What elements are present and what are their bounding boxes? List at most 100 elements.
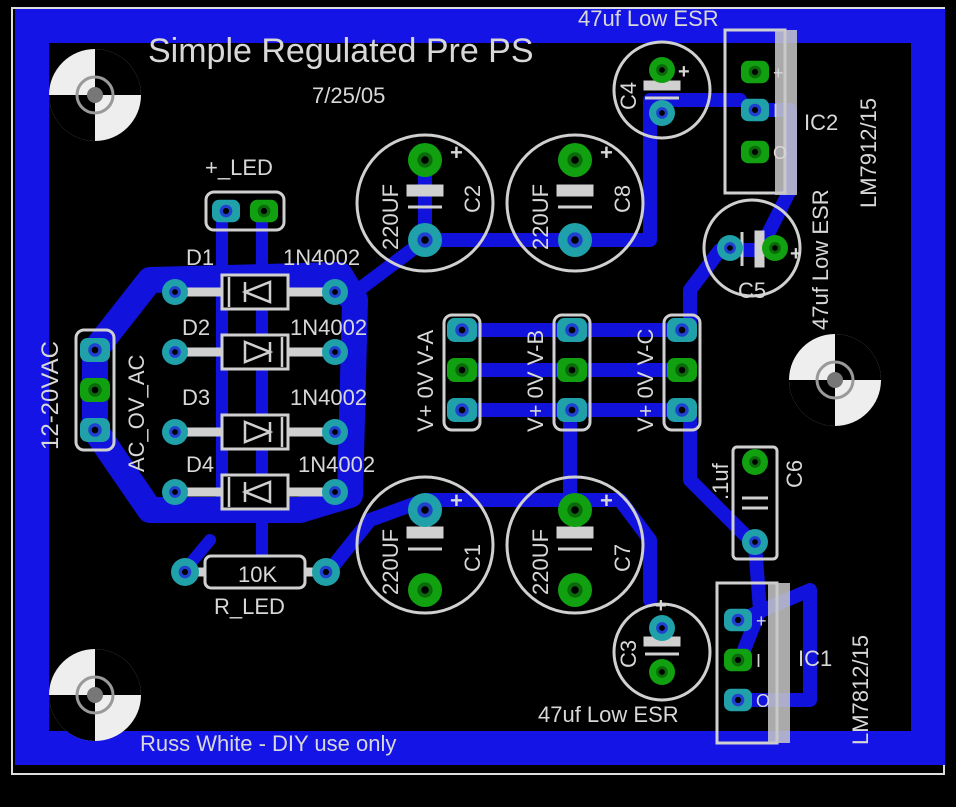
c2-plus-mark: + (450, 140, 463, 165)
label-ic1-part: LM7812/15 (848, 635, 873, 745)
mounting-hole-bottom-left (49, 649, 141, 741)
label-d4-part: 1N4002 (298, 452, 375, 477)
label-r-name: R_LED (214, 594, 285, 619)
c5-plus-mark: + (790, 243, 802, 265)
d2-body (220, 333, 290, 371)
label-led-plus: +_LED (205, 155, 273, 180)
pad-out-b-0v (557, 358, 587, 382)
ic1-pin-in-label: I (756, 651, 761, 671)
label-c7-value: 220UF (528, 529, 553, 595)
label-d2: D2 (182, 315, 210, 340)
pad-c1-plus (408, 493, 442, 527)
c6-outline (731, 445, 779, 561)
label-c4-value: 47uf Low ESR (578, 6, 719, 31)
label-d4: D4 (186, 452, 214, 477)
pad-c8-minus (558, 223, 592, 257)
board-date: 7/25/05 (312, 83, 385, 108)
c7-plus-mark: + (600, 488, 613, 513)
mounting-holes (49, 49, 881, 741)
label-c1: C1 (460, 544, 485, 572)
ac-bridge-trace (82, 262, 368, 523)
c5-outline (702, 198, 802, 298)
c2-symbol (406, 184, 444, 209)
pad-c7-minus (558, 573, 592, 607)
pad-out-c-vminus (667, 318, 697, 342)
c7-symbol (556, 526, 594, 551)
d3-symbol (243, 417, 284, 447)
pad-out-a-vminus (447, 318, 477, 342)
board-title: Simple Regulated Pre PS (148, 32, 534, 70)
mounting-hole-right (789, 334, 881, 426)
pad-c5-minus (717, 235, 743, 261)
out-c-outline (662, 313, 702, 432)
silkscreen (74, 28, 802, 745)
label-author: Russ White - DIY use only (140, 731, 396, 756)
pad-d4-a (162, 479, 188, 505)
label-d2-part: 1N4002 (290, 315, 367, 340)
pad-ac-3 (80, 418, 110, 442)
c4-outline (612, 40, 712, 140)
c3-plus-mark: + (655, 595, 667, 617)
ic2-pin-out-label: O (773, 143, 787, 163)
d1-symbol (227, 277, 272, 307)
label-c8: C8 (610, 185, 635, 213)
ic2-tab (775, 30, 797, 195)
d4-symbol (227, 477, 272, 507)
ground-ring-trace (15, 9, 945, 765)
pads: +IO+IO (80, 57, 788, 712)
label-c5-value: 47uf Low ESR (808, 189, 833, 330)
pad-d1-k (322, 279, 348, 305)
pad-c4-plus (649, 57, 675, 83)
led-header-outline (204, 190, 286, 232)
label-r-value: 10K (238, 562, 277, 587)
c1-outline (355, 475, 495, 615)
positive-rail-trace (323, 493, 657, 607)
negative-rail-trace (418, 93, 747, 247)
label-c4: C4 (616, 82, 641, 110)
label-d3-part: 1N4002 (290, 385, 367, 410)
c1-plus-mark: + (450, 488, 463, 513)
d3-body (220, 413, 290, 451)
label-d3: D3 (182, 385, 210, 410)
ic1-tab (768, 583, 790, 743)
pad-ic1-3 (724, 688, 752, 712)
pad-d3-k (322, 419, 348, 445)
label-out-c: V+ 0V V-C (633, 329, 658, 432)
label-d1: D1 (186, 245, 214, 270)
pad-out-c-vplus (667, 398, 697, 422)
pad-c1-minus (408, 573, 442, 607)
pad-r-2 (312, 558, 340, 586)
pad-d4-k (322, 479, 348, 505)
c2-outline (355, 133, 495, 273)
ic1-pin-plus-label: + (756, 611, 767, 631)
label-c6: C6 (782, 460, 807, 488)
ic2-pin-plus-label: + (773, 63, 784, 83)
pad-ac-1 (80, 338, 110, 362)
pad-c6-2 (742, 529, 768, 555)
pad-c2-plus (408, 143, 442, 177)
pad-out-a-0v (447, 358, 477, 382)
label-c1-value: 220UF (378, 529, 403, 595)
pad-ic2-1 (741, 60, 769, 84)
pad-d2-k (322, 339, 348, 365)
pad-d3-a (162, 419, 188, 445)
pad-ic2-2 (741, 98, 769, 122)
label-out-b: V+ 0V V-B (523, 330, 548, 432)
pad-d2-a (162, 339, 188, 365)
ic1-pin-out-label: O (756, 691, 770, 711)
label-d1-part: 1N4002 (283, 245, 360, 270)
r-led-body (203, 554, 307, 590)
label-c2: C2 (460, 185, 485, 213)
c8-symbol (556, 184, 594, 209)
pad-led-2 (250, 199, 278, 223)
label-c7: C7 (610, 544, 635, 572)
ac-header-outline (74, 328, 116, 452)
pad-led-1 (212, 199, 240, 223)
pad-c5-plus (762, 235, 788, 261)
label-c2-value: 220UF (378, 184, 403, 250)
ic2-pin-in-label: I (773, 101, 778, 121)
c1-symbol (406, 526, 444, 551)
pad-out-b-vplus (557, 398, 587, 422)
pad-ic1-2 (724, 648, 752, 672)
